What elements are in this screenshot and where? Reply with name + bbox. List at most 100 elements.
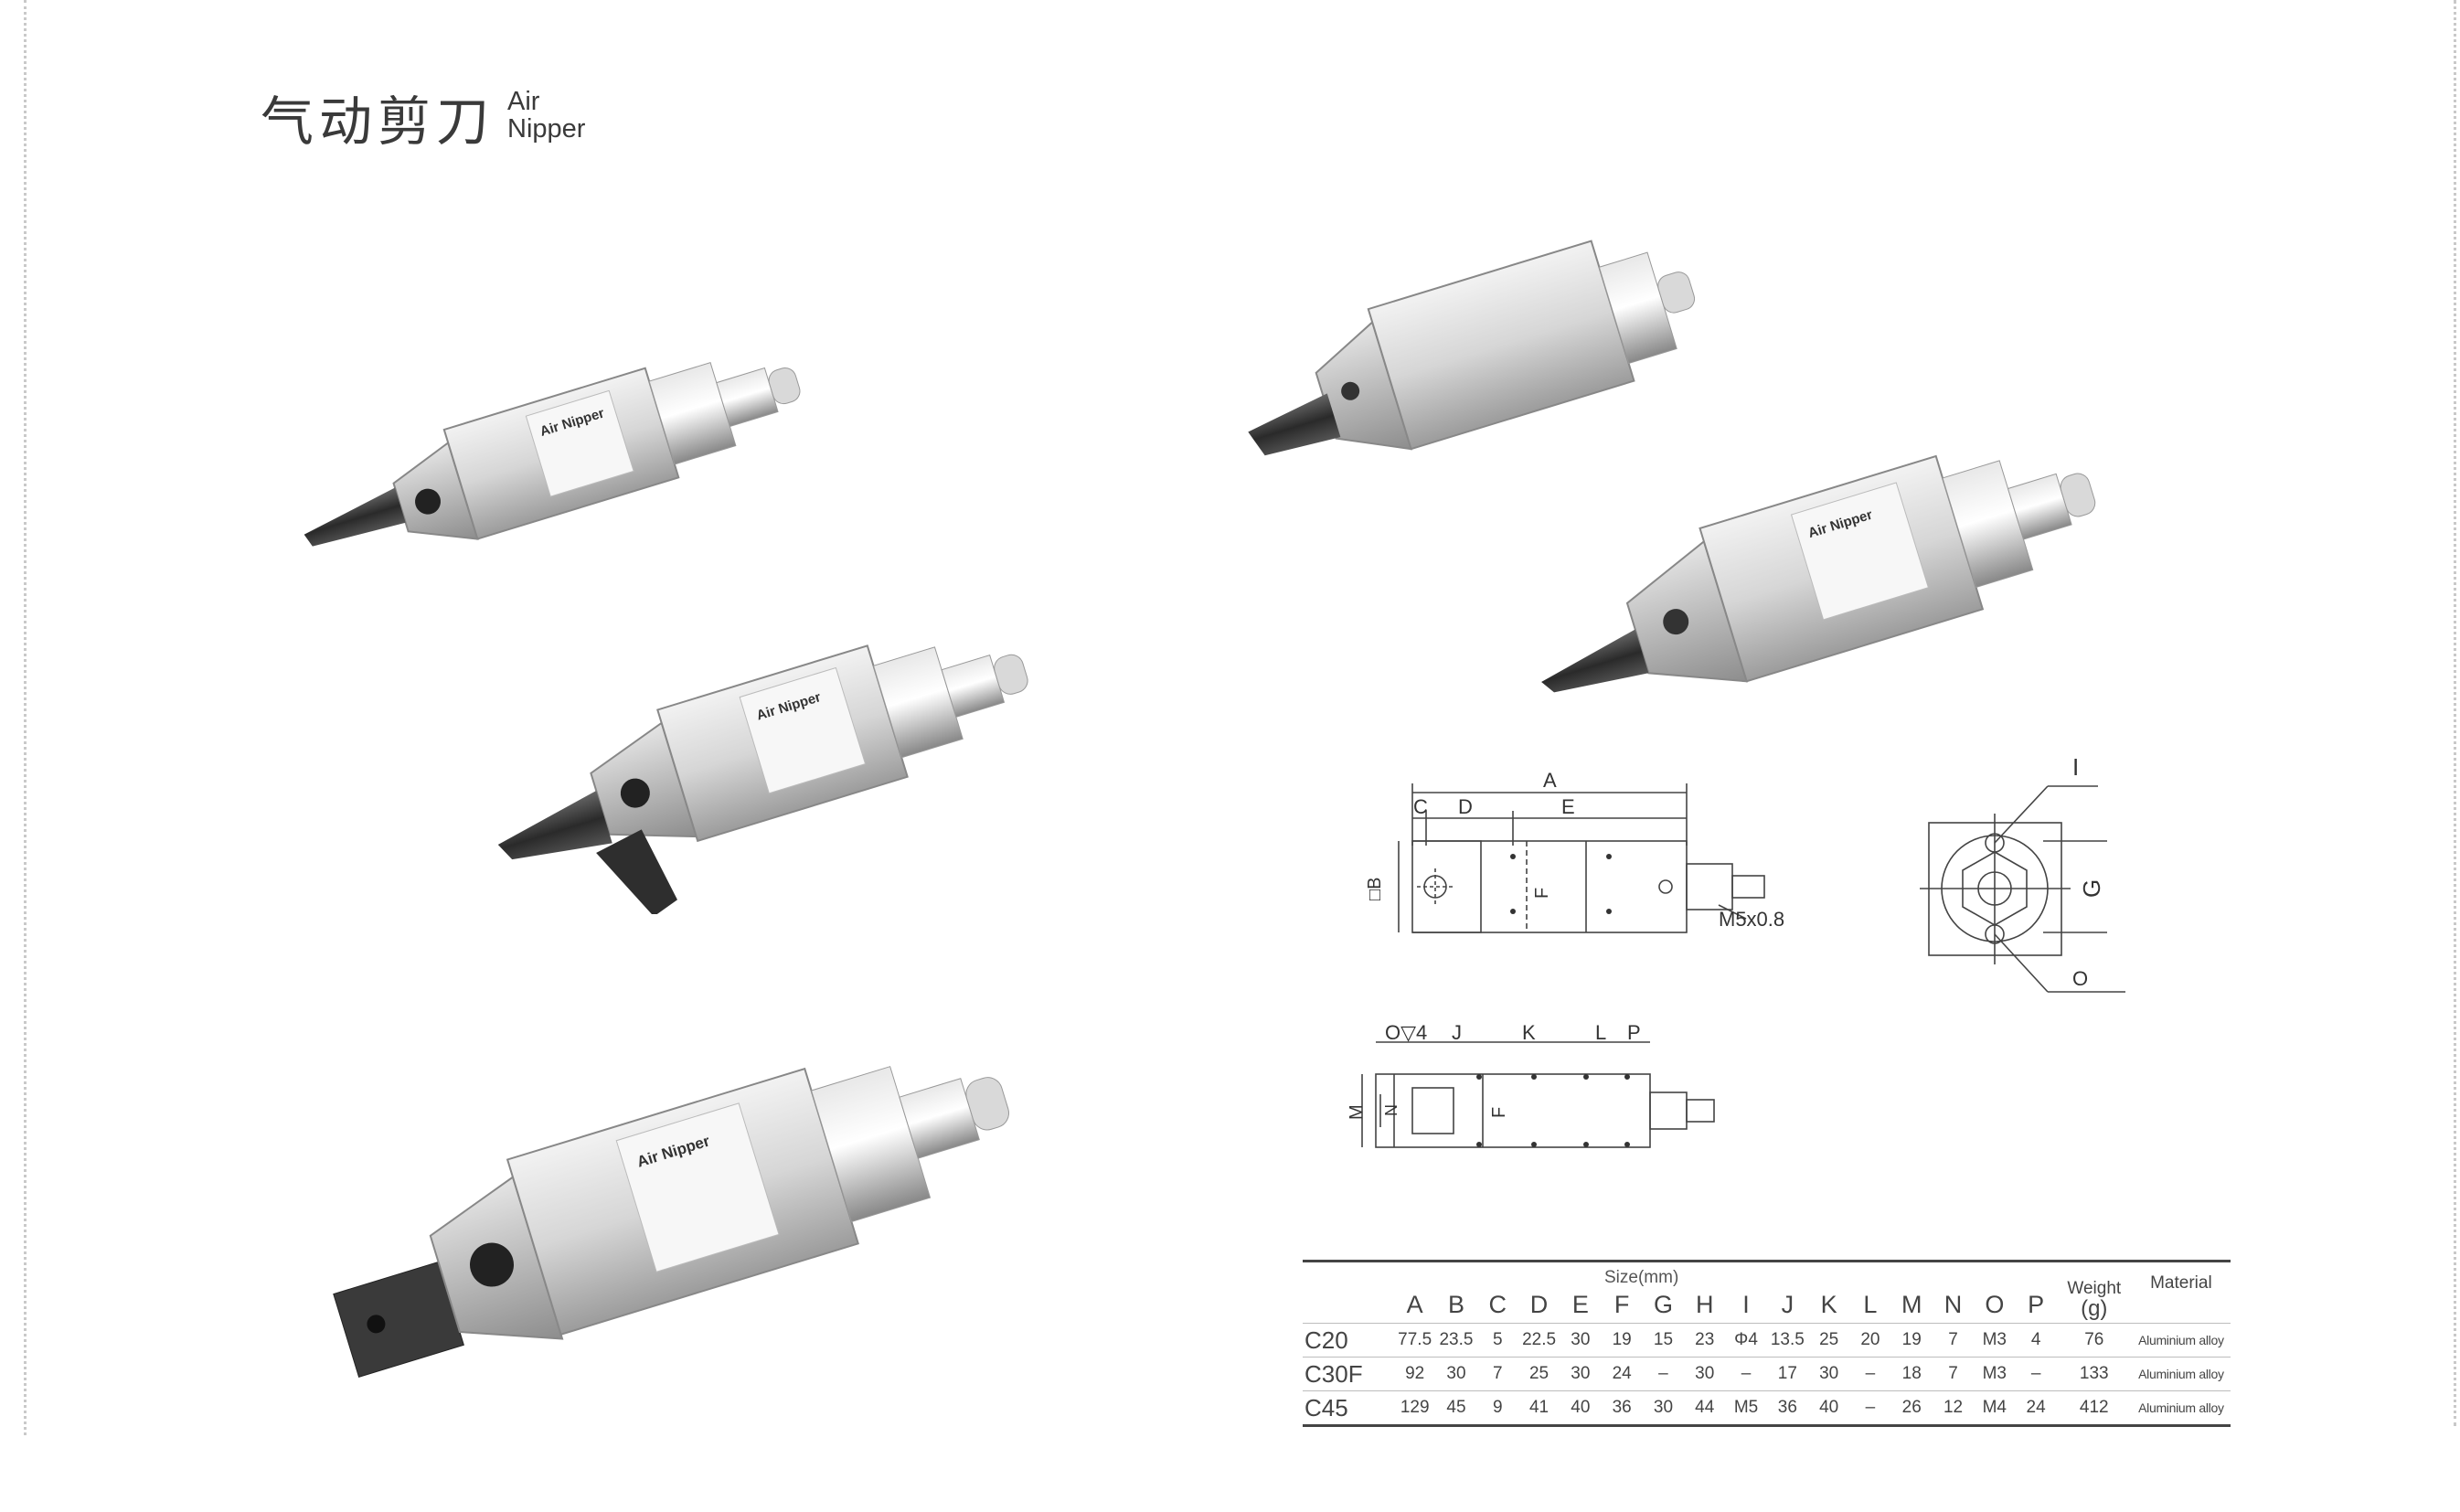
top-dim-label-p: P [1627, 1021, 1641, 1044]
col-header: I [1742, 1291, 1750, 1318]
value-cell: 92 [1394, 1357, 1436, 1391]
value-cell: M3 [1974, 1323, 2016, 1358]
col-header: O [1985, 1291, 2005, 1318]
value-cell: 30 [1560, 1357, 1602, 1391]
value-cell: 23 [1684, 1323, 1726, 1358]
value-cell: 44 [1684, 1390, 1726, 1424]
value-cell: 12 [1932, 1390, 1975, 1424]
spec-table: A B C D E F G H I J K L M N O P [1303, 1262, 2231, 1424]
material-cell: Aluminium alloy [2131, 1357, 2231, 1391]
value-cell: 23.5 [1435, 1323, 1477, 1358]
product-image-c30f: Air Nipper [497, 644, 1028, 914]
col-header: M [1901, 1291, 1922, 1318]
value-cell: 40 [1560, 1390, 1602, 1424]
value-cell: 36 [1766, 1390, 1808, 1424]
value-cell: 26 [1890, 1390, 1933, 1424]
table-top-rule [1303, 1260, 2231, 1262]
top-dim-label-l: L [1595, 1021, 1606, 1044]
value-cell: 7 [1476, 1357, 1518, 1391]
page-title-chinese: 气动剪刀 [261, 91, 495, 153]
value-cell: 77.5 [1394, 1323, 1436, 1358]
col-header: B [1447, 1291, 1464, 1318]
dim-label-e: E [1561, 795, 1575, 818]
drawing-side-view: A □B C D E F M5x0.8 [1365, 769, 1784, 933]
page-title-english: Air Nipper [507, 88, 585, 143]
model-cell: C30F [1303, 1357, 1395, 1391]
value-cell: 40 [1807, 1390, 1850, 1424]
value-cell: 19 [1890, 1323, 1933, 1358]
dim-label-f: F [1532, 888, 1552, 899]
value-cell: 30 [1642, 1390, 1685, 1424]
value-cell: 15 [1642, 1323, 1685, 1358]
weight-cell: 412 [2056, 1390, 2132, 1424]
col-header: F [1613, 1291, 1630, 1318]
spec-table-container: Size(mm) A B C D E F G H I [1303, 1260, 2231, 1427]
col-header: G [1653, 1291, 1673, 1318]
model-cell: C20 [1303, 1323, 1395, 1358]
value-cell: 30 [1807, 1357, 1850, 1391]
size-header: Size(mm) [1604, 1268, 1679, 1287]
thread-label: M5x0.8 [1719, 908, 1784, 931]
value-cell: 30 [1435, 1357, 1477, 1391]
value-cell: – [2015, 1357, 2057, 1391]
weight-header-line2: (g) [2081, 1296, 2108, 1321]
value-cell: 30 [1684, 1357, 1726, 1391]
dim-label-d: D [1458, 795, 1473, 818]
col-header: D [1529, 1291, 1549, 1318]
weight-cell: 133 [2056, 1357, 2132, 1391]
value-cell: – [1849, 1390, 1891, 1424]
col-header: H [1695, 1291, 1714, 1318]
col-header: A [1406, 1291, 1423, 1318]
page-title-english-line1: Air [507, 87, 540, 116]
value-cell: M5 [1725, 1390, 1767, 1424]
value-cell: 7 [1932, 1323, 1975, 1358]
table-row: C30F 92 30 7 25 30 24 – 30 – 17 30 – 18 … [1303, 1357, 2231, 1391]
end-dim-label-i: I [2072, 753, 2079, 781]
col-header: E [1571, 1291, 1589, 1318]
dim-label-b: □B [1365, 878, 1385, 900]
value-cell: 36 [1601, 1390, 1643, 1424]
material-cell: Aluminium alloy [2131, 1390, 2231, 1424]
page-title-english-line2: Nipper [507, 114, 586, 144]
col-header: J [1781, 1291, 1794, 1318]
top-dim-label-f: F [1489, 1107, 1509, 1118]
weight-header-line1: Weight [2067, 1279, 2122, 1298]
value-cell: 25 [1807, 1323, 1850, 1358]
col-header: P [2028, 1291, 2045, 1318]
top-dim-label-j: J [1452, 1021, 1462, 1044]
end-dim-label-o: O [2072, 967, 2088, 990]
col-header: C [1488, 1291, 1507, 1318]
dim-label-a: A [1543, 769, 1557, 792]
material-cell: Aluminium alloy [2131, 1323, 2231, 1358]
value-cell: 5 [1476, 1323, 1518, 1358]
value-cell: 41 [1518, 1390, 1560, 1424]
model-cell: C45 [1303, 1390, 1395, 1424]
table-bottom-rule [1303, 1424, 2231, 1427]
weight-cell: 76 [2056, 1323, 2132, 1358]
dim-label-c: C [1413, 795, 1428, 818]
value-cell: 7 [1932, 1357, 1975, 1391]
value-cell: – [1849, 1357, 1891, 1391]
value-cell: – [1725, 1357, 1767, 1391]
value-cell: 17 [1766, 1357, 1808, 1391]
value-cell: 20 [1849, 1323, 1891, 1358]
end-dim-label-g: G [2078, 879, 2105, 898]
product-image-c45: Air Nipper [333, 1066, 1010, 1379]
table-row: C45 129 45 9 41 40 36 30 44 M5 36 40 – 2… [1303, 1390, 2231, 1424]
col-header: L [1863, 1291, 1878, 1318]
value-cell: 9 [1476, 1390, 1518, 1424]
model-header [1303, 1262, 1394, 1324]
value-cell: 13.5 [1766, 1323, 1808, 1358]
col-header: K [1820, 1291, 1837, 1318]
drawing-top-view: O▽4 J K L P M N F [1347, 1021, 1715, 1148]
value-cell: M4 [1974, 1390, 2016, 1424]
product-image-top-right [1248, 240, 1696, 456]
top-dim-label-o4: O▽4 [1385, 1021, 1427, 1044]
material-header: Material [2150, 1273, 2212, 1293]
value-cell: 18 [1890, 1357, 1933, 1391]
value-cell: 19 [1601, 1323, 1643, 1358]
col-header: N [1944, 1291, 1963, 1318]
top-dim-label-m: M [1347, 1104, 1367, 1120]
value-cell: Φ4 [1725, 1323, 1767, 1358]
weight-header: Weight (g) [2057, 1262, 2132, 1324]
